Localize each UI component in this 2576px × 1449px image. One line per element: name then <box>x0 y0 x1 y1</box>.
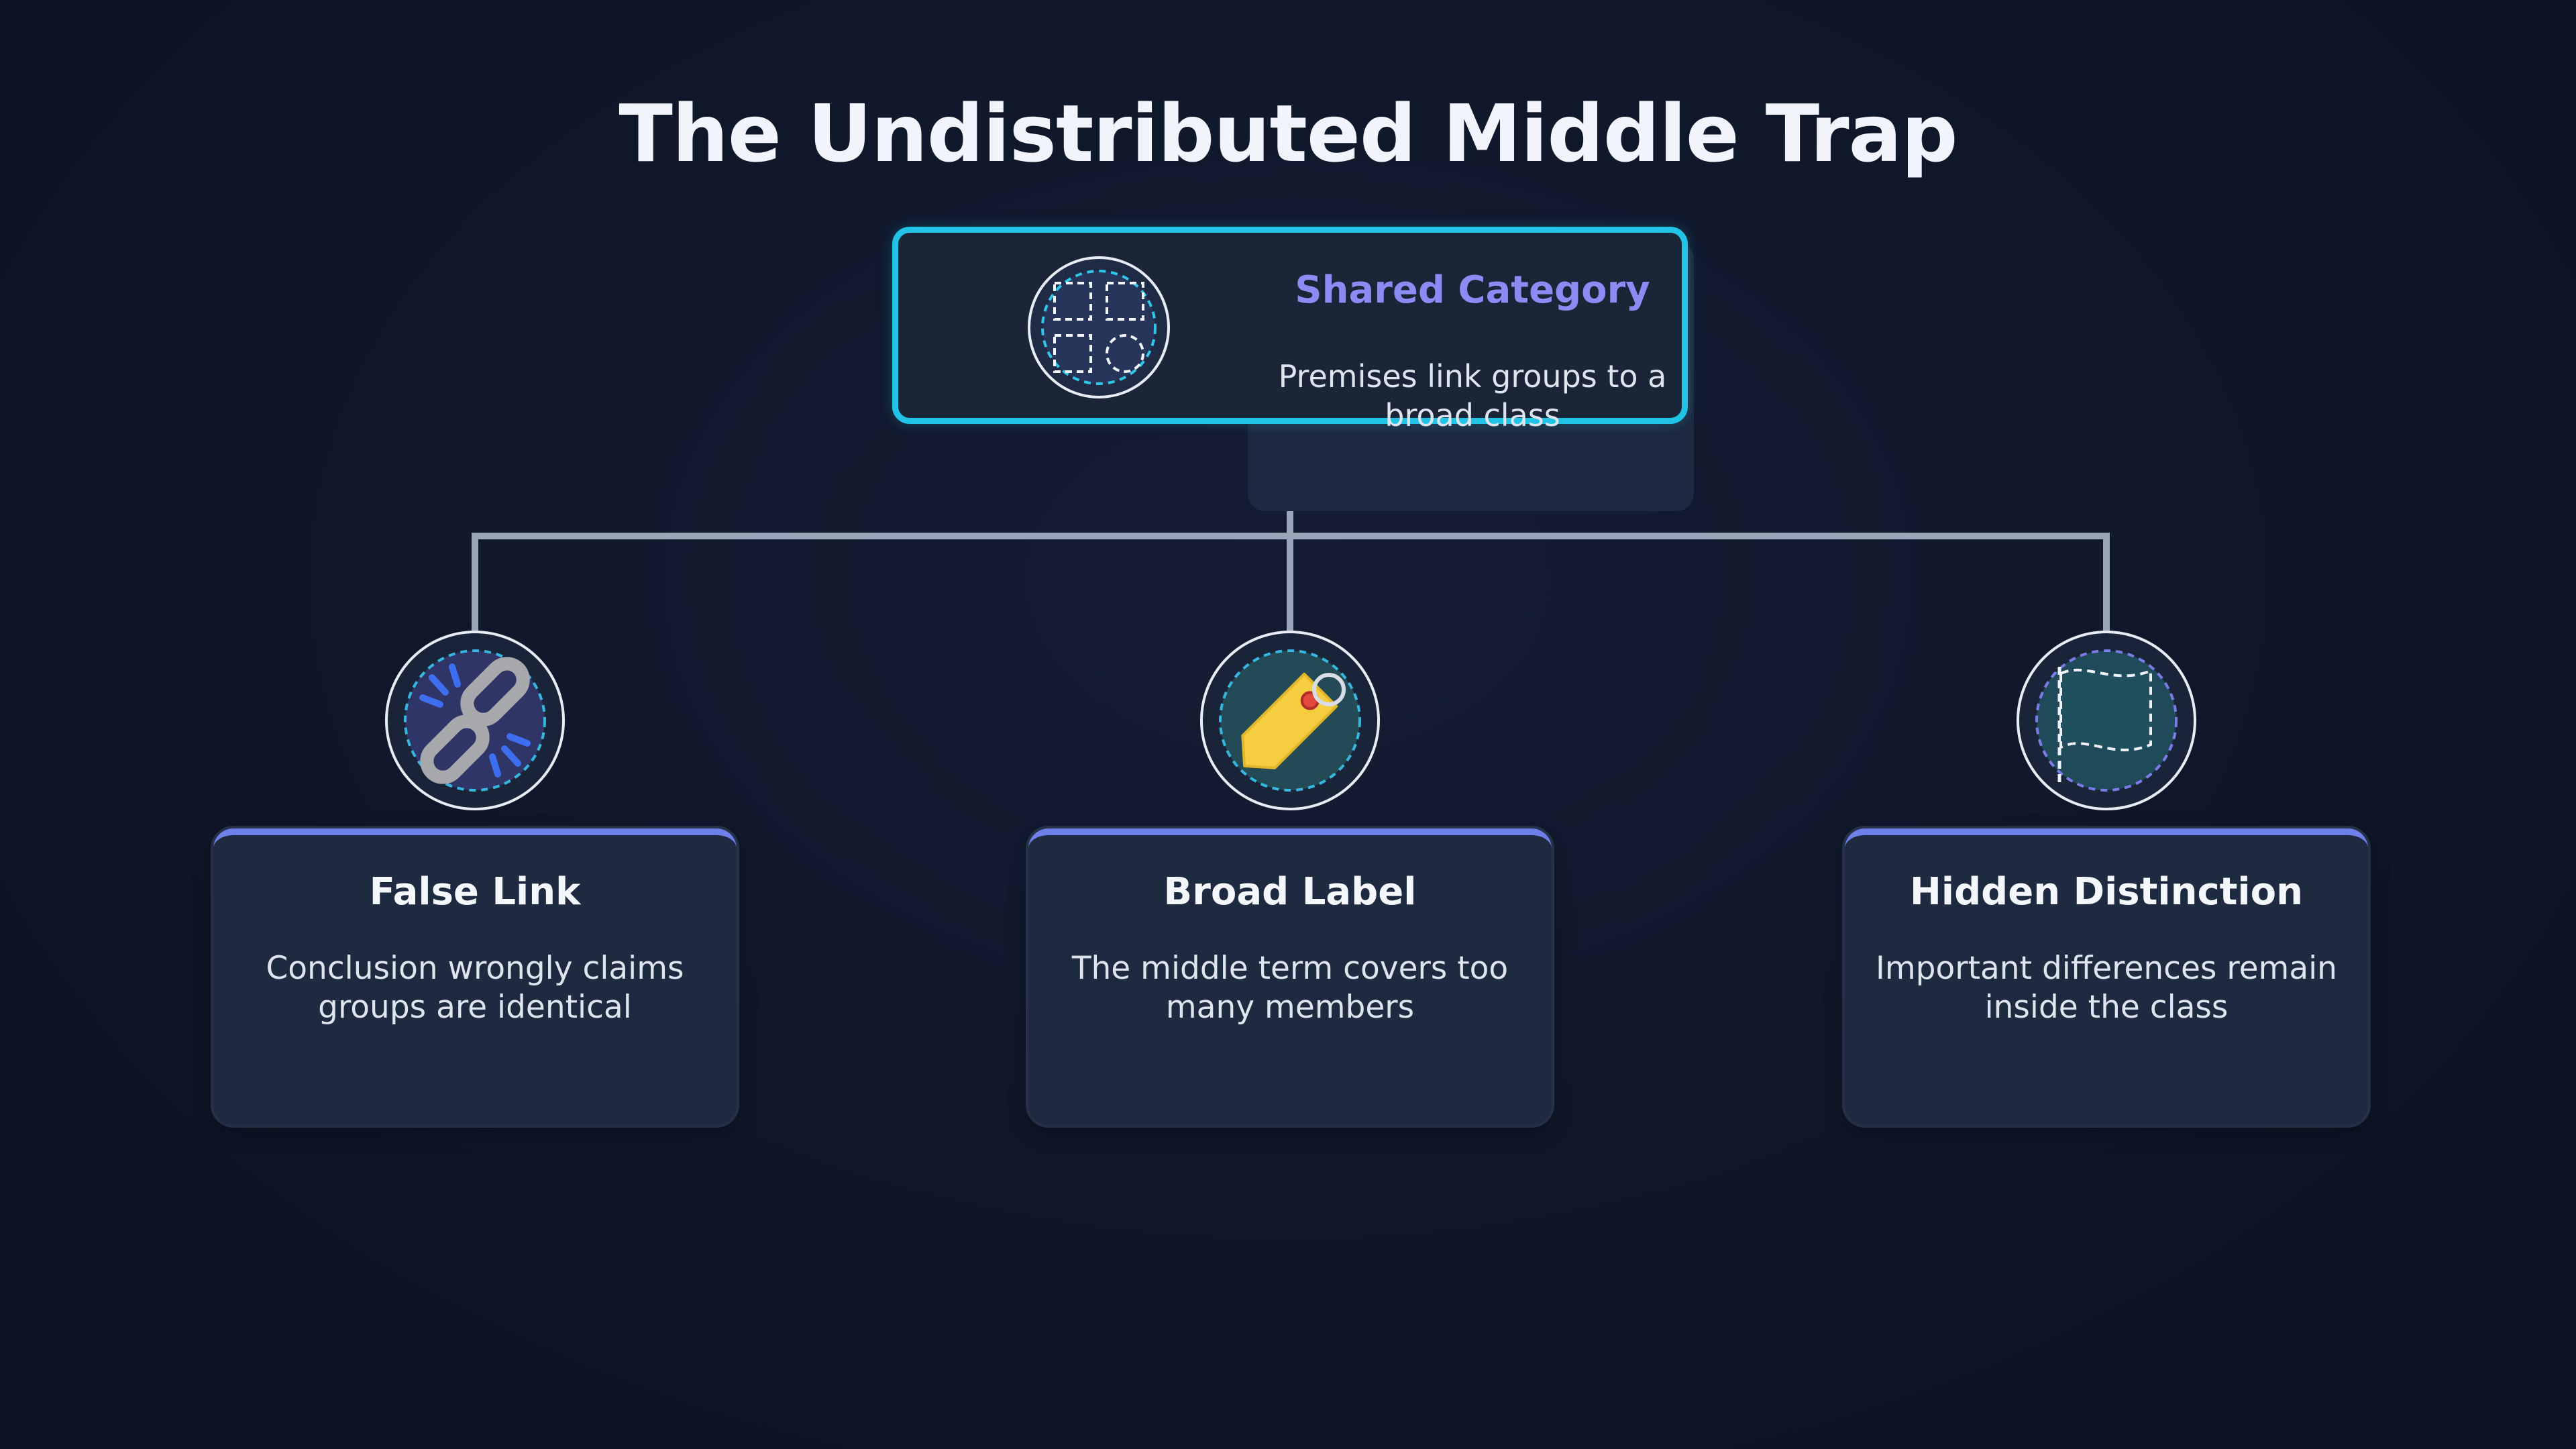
broken-chain-icon <box>385 631 565 810</box>
node-description: Conclusion wrongly claims groups are ide… <box>266 950 684 1026</box>
node-card-false-link: False Link Conclusion wrongly claims gro… <box>213 828 737 1125</box>
flag-icon <box>2017 631 2196 810</box>
connector-left-drop <box>472 533 478 633</box>
connector-center-drop <box>1287 533 1293 633</box>
category-grid-icon <box>1028 256 1170 398</box>
node-description: Important differences remain inside the … <box>1876 950 2337 1026</box>
connector-right-drop <box>2103 533 2110 633</box>
node-card-broad-label: Broad Label The middle term covers too m… <box>1028 828 1552 1125</box>
node-title: False Link <box>369 870 581 914</box>
root-title: Shared Category <box>1295 268 1650 312</box>
tag-icon <box>1200 631 1380 810</box>
node-title: Hidden Distinction <box>1910 870 2303 914</box>
diagram-title: The Undistributed Middle Trap <box>619 87 1957 180</box>
root-description: Premises link groups to a broad class <box>1278 358 1667 433</box>
node-card-hidden-distinction: Hidden Distinction Important differences… <box>1845 828 2368 1125</box>
node-title: Broad Label <box>1163 870 1417 914</box>
root-card <box>892 227 1688 424</box>
node-description: The middle term covers too many members <box>1071 950 1509 1026</box>
